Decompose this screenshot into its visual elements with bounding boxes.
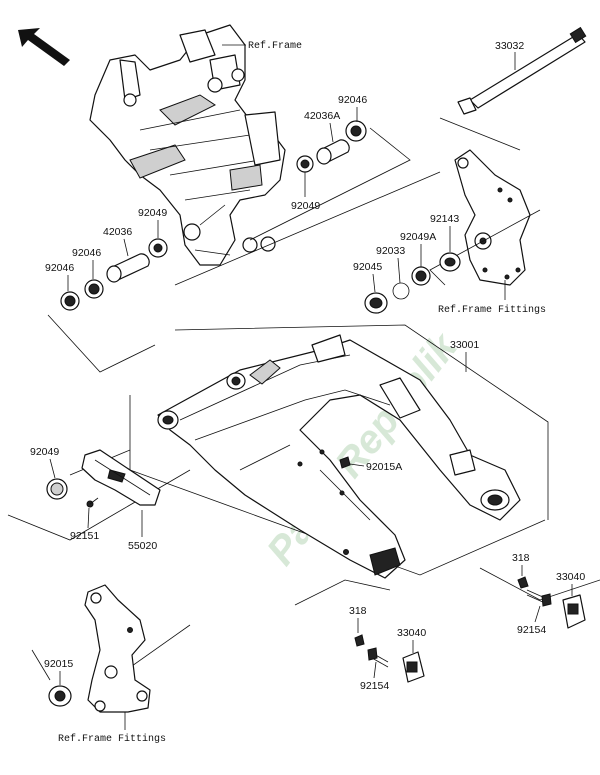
upper-bushings [296,120,367,173]
label-ref-frame-fittings-bottom: Ref.Frame Fittings [58,733,166,745]
label-55020: 55020 [128,540,157,552]
frame-section [89,24,286,266]
label-318-right: 318 [512,552,530,564]
front-direction-arrow-icon [18,28,70,66]
label-42036: 42036 [103,226,132,238]
label-92154-right: 92154 [517,624,546,636]
label-92015: 92015 [44,658,73,670]
label-92154-mid: 92154 [360,680,389,692]
label-92046-a: 92046 [72,247,101,259]
label-33032: 33032 [495,40,524,52]
frame-fitting-bottom [48,584,151,713]
label-92046-b: 92046 [45,262,74,274]
label-92033: 92033 [376,245,405,257]
label-92015A: 92015A [366,461,402,473]
adjuster-mid [354,634,425,683]
label-42036A: 42036A [304,110,340,122]
label-ref-frame-fittings-right: Ref.Frame Fittings [438,304,546,316]
label-92151: 92151 [70,530,99,542]
pivot-shaft-33032 [457,26,587,115]
label-92049-mid: 92049 [138,207,167,219]
label-92049A: 92049A [400,231,436,243]
pivot-hardware-right [364,252,461,314]
swingarm-33001 [129,324,549,579]
adjuster-right [517,576,586,629]
frame-fitting-right [454,149,531,286]
label-33040-right: 33040 [556,571,585,583]
bolt-92015A [339,456,351,469]
label-92049-left: 92049 [30,446,59,458]
label-92045: 92045 [353,261,382,273]
label-33040-mid: 33040 [397,627,426,639]
label-92046-top: 92046 [338,94,367,106]
label-318-mid: 318 [349,605,367,617]
label-92049-top: 92049 [291,200,320,212]
bracket-upper [174,127,441,286]
label-92143: 92143 [430,213,459,225]
left-bushings [60,238,168,311]
label-ref-frame: Ref.Frame [248,40,302,52]
label-33001: 33001 [450,339,479,351]
chain-guide-55020 [46,449,161,508]
